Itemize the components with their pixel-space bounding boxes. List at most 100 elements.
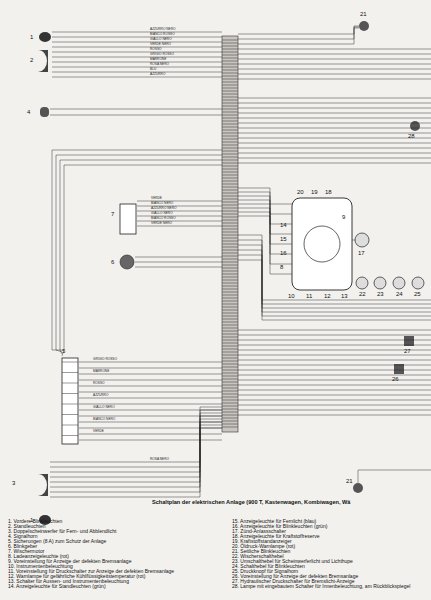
wire: [238, 250, 431, 312]
side-lamp-symbol: [359, 21, 369, 31]
pressure-switch-symbol: [404, 336, 414, 346]
callout-number: 10: [288, 293, 295, 299]
wire: [238, 27, 359, 39]
strip-hatch: [222, 187, 238, 188]
wire: [238, 400, 431, 401]
wire: [52, 37, 222, 38]
strip-hatch: [222, 313, 238, 314]
wire: [137, 216, 222, 217]
strip-hatch: [222, 277, 238, 278]
wire: [64, 165, 222, 166]
strip-hatch: [222, 67, 238, 68]
fuse-divider: [62, 383, 78, 384]
strip-hatch: [222, 286, 238, 287]
brake-switch-symbol: [394, 364, 404, 374]
fuse-divider: [62, 425, 78, 426]
callout-number: 6: [111, 259, 114, 265]
wire-color-label: AZZURRO: [150, 73, 165, 76]
strip-hatch: [222, 88, 238, 89]
fuse-divider: [62, 435, 78, 436]
strip-hatch: [222, 262, 238, 263]
wire: [238, 113, 431, 114]
strip-hatch: [222, 337, 238, 338]
callout-number: 17: [358, 250, 365, 256]
strip-hatch: [222, 181, 238, 182]
wire: [238, 360, 431, 361]
wire: [52, 57, 222, 58]
wire: [238, 98, 431, 99]
strip-hatch: [222, 100, 238, 101]
strip-hatch: [222, 322, 238, 323]
strip-hatch: [222, 55, 238, 56]
strip-hatch: [222, 106, 238, 107]
wire: [238, 200, 292, 234]
strip-hatch: [222, 169, 238, 170]
strip-hatch: [222, 148, 238, 149]
headlamp-symbol: [38, 474, 48, 496]
wire: [238, 28, 359, 44]
callout-number: 24: [396, 291, 403, 297]
connector-strip: [222, 36, 238, 432]
wire: [238, 79, 431, 80]
wire-group: [50, 26, 431, 497]
strip-hatch: [222, 91, 238, 92]
callout-number: 3: [12, 480, 15, 486]
strip-hatch: [222, 376, 238, 377]
strip-hatch: [222, 130, 238, 131]
wire-color-label: MARRONE: [93, 370, 109, 373]
wire: [238, 375, 431, 376]
wire: [79, 368, 222, 369]
wire: [135, 257, 222, 258]
strip-hatch: [222, 349, 238, 350]
strip-hatch: [222, 40, 238, 41]
strip-hatch: [222, 340, 238, 341]
wire: [238, 74, 431, 75]
strip-hatch: [222, 415, 238, 416]
strip-hatch: [222, 121, 238, 122]
wire-color-label: GRIGIO ROSSO: [150, 53, 174, 56]
strip-hatch: [222, 307, 238, 308]
strip-hatch: [222, 358, 238, 359]
wire: [238, 235, 431, 300]
wire: [52, 42, 222, 43]
fuse-divider: [62, 393, 78, 394]
strip-hatch: [222, 391, 238, 392]
strip-hatch: [222, 76, 238, 77]
wire-color-label: VERDE: [93, 430, 104, 433]
strip-hatch: [222, 145, 238, 146]
strip-hatch: [222, 73, 238, 74]
callout-number: 18: [325, 189, 332, 195]
fuse-divider: [62, 414, 78, 415]
wire: [60, 350, 62, 354]
wire: [238, 158, 431, 159]
wiper-motor-symbol: [120, 204, 136, 234]
wire: [238, 163, 431, 164]
wire: [238, 103, 431, 104]
strip-hatch: [222, 214, 238, 215]
strip-hatch: [222, 352, 238, 353]
wire: [238, 415, 431, 416]
wire-color-label: ROSA NERO: [150, 63, 169, 66]
wire: [52, 47, 222, 48]
wire-color-label: AZZURRO: [93, 394, 108, 397]
strip-hatch: [222, 229, 238, 230]
strip-hatch: [222, 283, 238, 284]
strip-hatch: [222, 355, 238, 356]
wire: [238, 390, 431, 391]
strip-hatch: [222, 175, 238, 176]
wire: [50, 422, 222, 497]
fuse-divider: [62, 404, 78, 405]
wire: [50, 109, 222, 110]
strip-hatch: [222, 346, 238, 347]
switch-symbol: [412, 277, 424, 289]
strip-hatch: [222, 223, 238, 224]
wire-color-label: AZZURRO NERO: [151, 207, 177, 210]
wire: [238, 380, 431, 381]
wire: [238, 108, 431, 109]
wire: [79, 380, 222, 381]
strip-hatch: [222, 373, 238, 374]
strip-hatch: [222, 304, 238, 305]
strip-hatch: [222, 205, 238, 206]
